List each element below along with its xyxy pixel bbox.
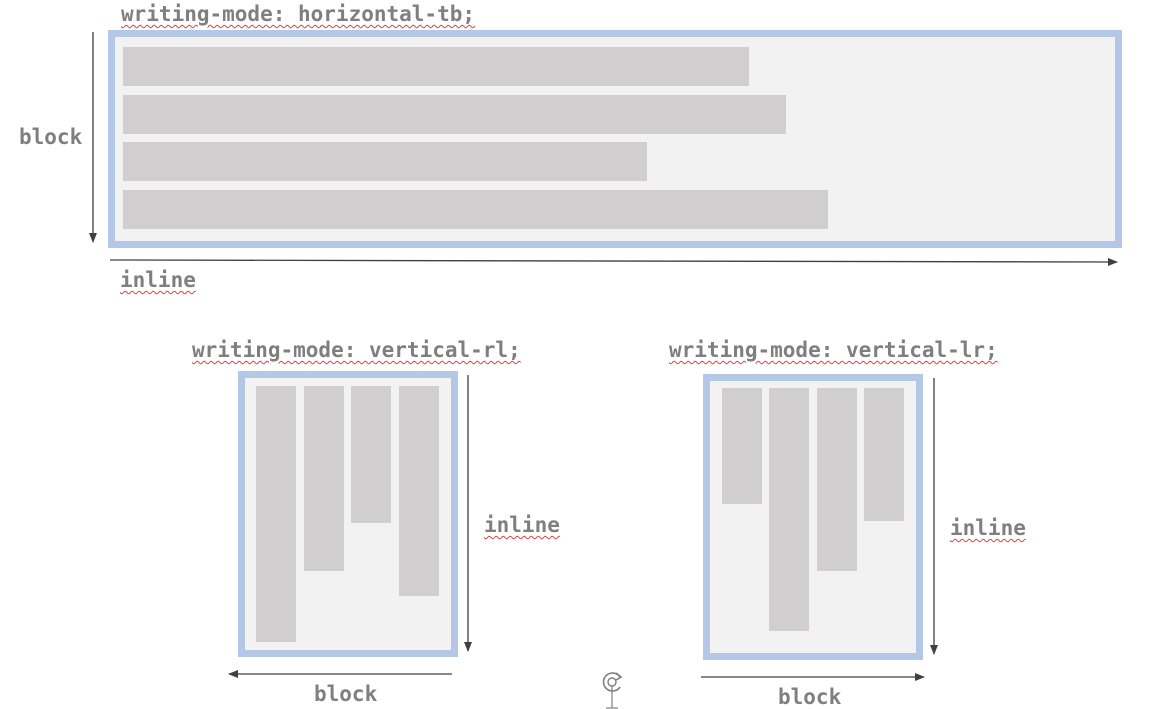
vertical-rl-line-4 (256, 386, 296, 642)
horizontal-tb-line-3 (123, 142, 647, 181)
horizontal-tb-inline-arrow (109, 257, 1118, 266)
vertical-rl-title-text: writing-mode: vertical-rl; (192, 338, 521, 362)
vertical-rl-frame (238, 371, 458, 657)
vertical-lr-frame (703, 374, 923, 660)
horizontal-tb-title-text: writing-mode: horizontal-tb; (121, 2, 476, 26)
horizontal-tb-inline-label: inline (120, 268, 196, 292)
vertical-rl-line-3 (304, 386, 344, 571)
vertical-lr-line-1 (722, 388, 762, 504)
horizontal-tb-line-4 (123, 189, 828, 229)
rotate-cursor-icon (602, 672, 623, 709)
vertical-rl-block-label: block (314, 682, 378, 706)
horizontal-tb-line-2 (123, 94, 786, 134)
horizontal-tb-frame (108, 30, 1122, 248)
vertical-lr-block-label: block (778, 685, 842, 709)
horizontal-tb-title: writing-mode: horizontal-tb; (121, 4, 475, 25)
vertical-rl-line-2 (351, 386, 391, 523)
vertical-lr-line-3 (817, 388, 857, 571)
vertical-rl-line-1 (399, 386, 439, 596)
vertical-lr-line-2 (769, 388, 809, 631)
vertical-rl-title: writing-mode: vertical-rl; (192, 340, 521, 361)
vertical-lr-inline-label: inline (950, 516, 1026, 540)
horizontal-tb-line-1 (123, 47, 749, 86)
vertical-lr-line-4 (864, 388, 904, 521)
vertical-lr-title: writing-mode: vertical-lr; (669, 340, 998, 361)
horizontal-tb-block-label: block (19, 125, 83, 149)
vertical-rl-inline-label: inline (484, 513, 560, 537)
vertical-lr-title-text: writing-mode: vertical-lr; (669, 338, 998, 362)
